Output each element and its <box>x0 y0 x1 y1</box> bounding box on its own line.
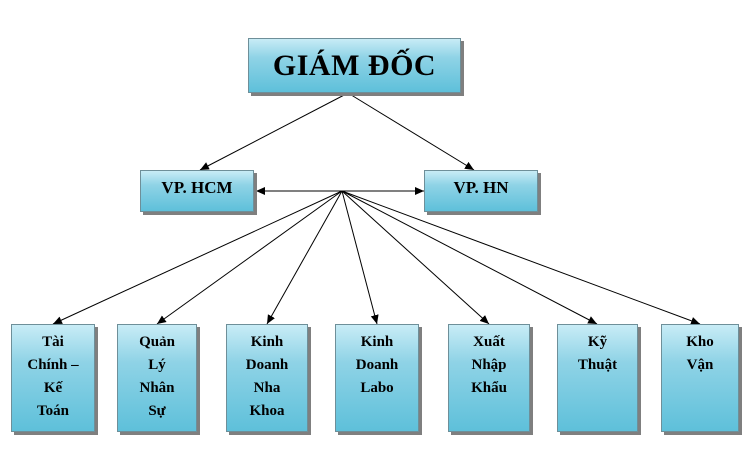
dept-line: Kỹ <box>587 334 608 350</box>
dept-line: Khoa <box>249 403 285 419</box>
dept-tai-chinh-ke-toan-box: Tài Chính – Kế Toán <box>11 324 95 432</box>
dept-line: Quản <box>139 334 175 350</box>
connector-hub-xnk <box>341 190 490 325</box>
dept-line: Kinh <box>250 334 284 350</box>
dept-line: Nhân <box>139 380 175 396</box>
office-hn-box: VP. HN <box>424 170 538 212</box>
dept-ky-thuat-box: Kỹ Thuật <box>557 324 638 432</box>
dept-line: Xuất <box>473 334 505 350</box>
dept-line: Toán <box>37 403 69 419</box>
dept-kho-van-box: Kho Vận <box>661 324 739 432</box>
office-hcm-label: VP. HCM <box>161 178 233 197</box>
dept-line: Khẩu <box>471 380 507 396</box>
office-hn-label: VP. HN <box>453 178 509 197</box>
dept-line: Vận <box>686 357 714 373</box>
dept-line: Kế <box>43 380 63 396</box>
dept-line: Nhập <box>471 357 507 373</box>
dept-line: Sự <box>148 403 166 419</box>
connector-hub-quan-ly <box>156 190 343 325</box>
dept-line: Lý <box>148 357 166 373</box>
dept-line: Tài <box>42 334 64 350</box>
dept-line: Thuật <box>577 357 618 373</box>
connector-hub-labo <box>341 190 379 325</box>
director-box: GIÁM ĐỐC <box>248 38 461 93</box>
connector-hub-ky-thuat <box>341 190 598 325</box>
dept-kinh-doanh-nha-khoa-box: Kinh Doanh Nha Khoa <box>226 324 308 432</box>
director-label: GIÁM ĐỐC <box>272 49 437 82</box>
dept-line: Kinh <box>360 334 394 350</box>
dept-line: Nha <box>253 380 281 396</box>
connector-hub-nha-khoa <box>266 190 343 325</box>
dept-xuat-nhap-khau-box: Xuất Nhập Khẩu <box>448 324 530 432</box>
dept-line: Doanh <box>355 357 399 373</box>
dept-line: Kho <box>686 334 714 350</box>
dept-quan-ly-nhan-su-box: Quản Lý Nhân Sự <box>117 324 197 432</box>
connector-director-hcm <box>199 92 349 171</box>
office-hcm-box: VP. HCM <box>140 170 254 212</box>
dept-kinh-doanh-labo-box: Kinh Doanh Labo <box>335 324 419 432</box>
dept-line: Chính – <box>27 357 79 373</box>
connector-hub-tai-chinh <box>52 190 343 325</box>
connector-director-hn <box>347 92 475 171</box>
dept-line: Labo <box>360 380 394 396</box>
dept-line: Doanh <box>245 357 289 373</box>
connector-hub-kho-van <box>341 190 701 325</box>
